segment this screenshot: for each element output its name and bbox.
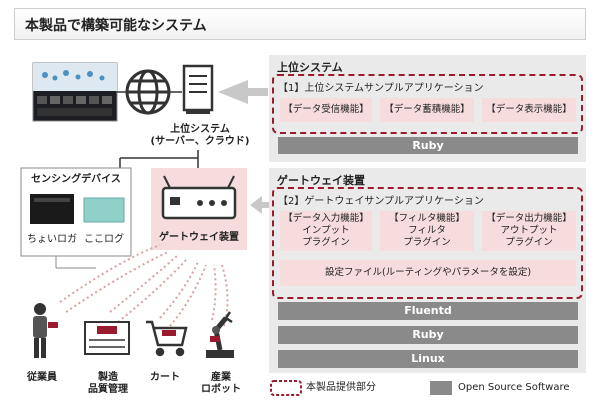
plugin-input-line1: 【データ入力機能】: [283, 213, 369, 224]
industrial-robot-icon: [206, 311, 234, 358]
bottom-label-worker-line1: 従業員: [27, 372, 57, 383]
page-header: 本製品で構築可能なシステム: [14, 8, 586, 40]
gateway-title: ゲートウェイ装置: [277, 174, 365, 187]
upper-system-panel: 上位システム 【1】上位システムサンプルアプリケーション 【データ受信機能】 【…: [269, 55, 586, 162]
bottom-label-quality: 製造 品質管理: [82, 372, 134, 396]
plugin-output-line1: 【データ出力機能】: [486, 213, 572, 224]
device-kokolog-label: ここログ: [84, 234, 124, 245]
bottom-label-robot-line2: ロボット: [201, 384, 241, 395]
plugin-input: 【データ入力機能】 インプット プラグイン: [280, 211, 372, 251]
plugin-filter-line3: プラグイン: [403, 237, 451, 248]
fluentd-bar: Fluentd: [278, 302, 578, 320]
legend-provided-marker: [270, 380, 302, 396]
gateway-app-title: 【2】ゲートウェイサンプルアプリケーション: [278, 196, 484, 207]
upper-function-store: 【データ蓄積機能】: [380, 98, 474, 122]
plugin-filter-line2: フィルタ: [408, 225, 446, 236]
bottom-label-worker: 従業員: [20, 372, 64, 384]
bottom-label-cart: カート: [142, 372, 188, 384]
cart-icon: [146, 320, 188, 357]
config-file-box: 設定ファイル(ルーティングやパラメータを設定): [280, 260, 576, 286]
gateway-device-icon: [161, 175, 237, 220]
gateway-device-label: ゲートウェイ装置: [159, 232, 239, 243]
device-kokolog-icon: [83, 197, 125, 223]
bottom-label-quality-line2: 品質管理: [88, 384, 128, 395]
manufacturing-machine-icon: [84, 321, 130, 355]
bottom-label-robot: 産業 ロボット: [198, 372, 244, 396]
bottom-label-robot-line1: 産業: [211, 372, 231, 383]
sensing-device-title: センシングデバイス: [31, 174, 121, 185]
upper-function-receive: 【データ受信機能】: [280, 98, 372, 122]
upper-link-arrow-icon: [218, 80, 268, 104]
upper-function-display: 【データ表示機能】: [482, 98, 576, 122]
plugin-output: 【データ出力機能】 アウトプット プラグイン: [482, 211, 576, 251]
upper-app-box: 【1】上位システムサンプルアプリケーション 【データ受信機能】 【データ蓄積機能…: [272, 74, 583, 134]
gateway-panel: ゲートウェイ装置 【2】ゲートウェイサンプルアプリケーション 【データ入力機能】…: [269, 168, 586, 373]
bottom-label-quality-line1: 製造: [98, 372, 118, 383]
upper-ruby-bar: Ruby: [278, 137, 578, 154]
upper-app-title: 【1】上位システムサンプルアプリケーション: [278, 83, 484, 94]
gateway-ruby-bar: Ruby: [278, 326, 578, 344]
worker-icon: [33, 303, 58, 358]
legend-provided-label: 本製品提供部分: [306, 382, 376, 393]
globe-icon: [125, 69, 171, 115]
upper-system-label-line1: 上位システム: [170, 124, 230, 135]
plugin-filter: 【フィルタ機能】 フィルタ プラグイン: [380, 211, 474, 251]
upper-system-label-line2: (サーバー、クラウド): [150, 136, 250, 147]
server-icon: [182, 64, 214, 114]
dashboard-screen-icon: [32, 62, 118, 122]
legend-oss-marker: [430, 381, 452, 395]
gateway-app-box: 【2】ゲートウェイサンプルアプリケーション 【データ入力機能】 インプット プラ…: [272, 187, 583, 299]
wireless-signal-icon: [59, 244, 229, 327]
plugin-filter-line1: 【フィルタ機能】: [389, 213, 465, 224]
gateway-link-arrow-icon: [250, 196, 270, 214]
legend-oss-label: Open Source Software: [458, 382, 570, 393]
upper-system-label: 上位システム (サーバー、クラウド): [150, 124, 250, 148]
plugin-output-line2: アウトプット: [500, 225, 558, 236]
device-choilogger-label: ちょいロガ: [27, 234, 77, 245]
plugin-input-line3: プラグイン: [302, 237, 350, 248]
bottom-label-cart-line1: カート: [150, 372, 180, 383]
upper-system-title: 上位システム: [277, 61, 343, 74]
linux-bar: Linux: [278, 350, 578, 368]
plugin-input-line2: インプット: [302, 225, 350, 236]
plugin-output-line3: プラグイン: [505, 237, 553, 248]
page-title: 本製品で構築可能なシステム: [25, 18, 207, 34]
